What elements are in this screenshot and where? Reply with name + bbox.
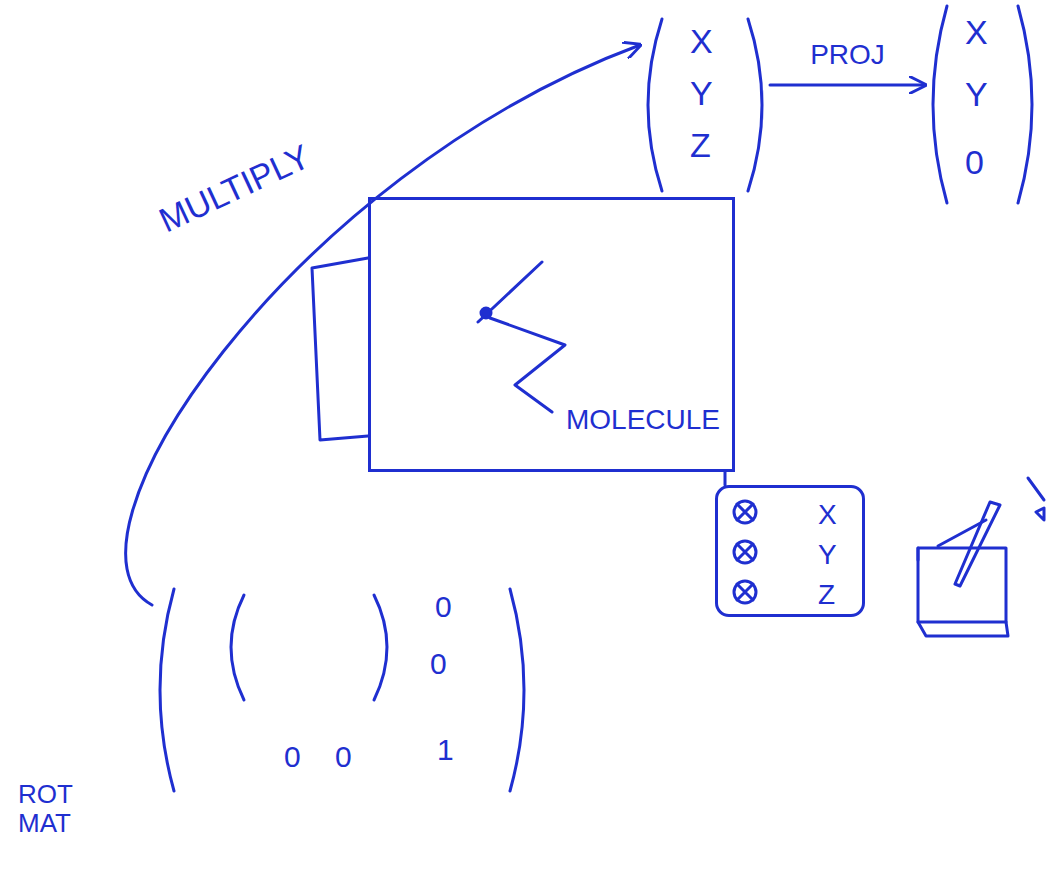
edge-label: MULTIPLY xyxy=(150,136,319,241)
bracket-stroke xyxy=(374,595,387,700)
viewer-window: MOLECULE xyxy=(368,197,735,472)
connector xyxy=(126,45,640,605)
molecule-atom xyxy=(481,308,491,318)
bracket-stroke xyxy=(748,19,762,191)
node-text: 0 xyxy=(965,144,984,181)
node-text: X xyxy=(818,500,837,531)
checkbox-symbols xyxy=(734,501,756,603)
projected-vector: XY 0 xyxy=(925,2,1040,207)
bracket-stroke xyxy=(160,589,174,791)
connector xyxy=(724,472,727,485)
molecule-chain xyxy=(490,318,565,412)
node-text: MOLECULE xyxy=(566,405,720,436)
node-text: 0 xyxy=(430,647,447,680)
node-text: Y xyxy=(965,76,988,113)
bracket-stroke xyxy=(1018,6,1032,203)
node-text: 1 xyxy=(437,733,454,766)
bracket-stroke xyxy=(510,589,524,791)
bracket-stroke xyxy=(933,6,947,203)
pencil-box-sketch xyxy=(918,478,1044,636)
node-text: Y xyxy=(690,75,713,112)
node-text: 0 xyxy=(284,740,301,773)
node-text: ROT MAT xyxy=(18,780,90,837)
node-text: 0 xyxy=(335,740,352,773)
node-text: 0 xyxy=(435,590,452,623)
node-text: X xyxy=(965,14,988,51)
window-side-panel xyxy=(312,258,368,440)
connector xyxy=(770,84,925,87)
node-text: Z xyxy=(690,127,711,164)
node-text: Z xyxy=(818,580,835,611)
edge-label: PROJ xyxy=(806,40,889,71)
node-text: X xyxy=(690,23,713,60)
axis-checkbox-panel-outline xyxy=(718,488,862,614)
bracket-stroke xyxy=(231,595,244,700)
bracket-stroke xyxy=(648,19,662,191)
rotation-matrix: 00001ROT MAT xyxy=(152,585,532,795)
node-text: Y xyxy=(818,540,837,571)
vector-bracket: XYZ xyxy=(640,15,770,195)
molecule-bond xyxy=(478,262,542,322)
axis-checkbox-panel: XYZ xyxy=(715,485,865,617)
